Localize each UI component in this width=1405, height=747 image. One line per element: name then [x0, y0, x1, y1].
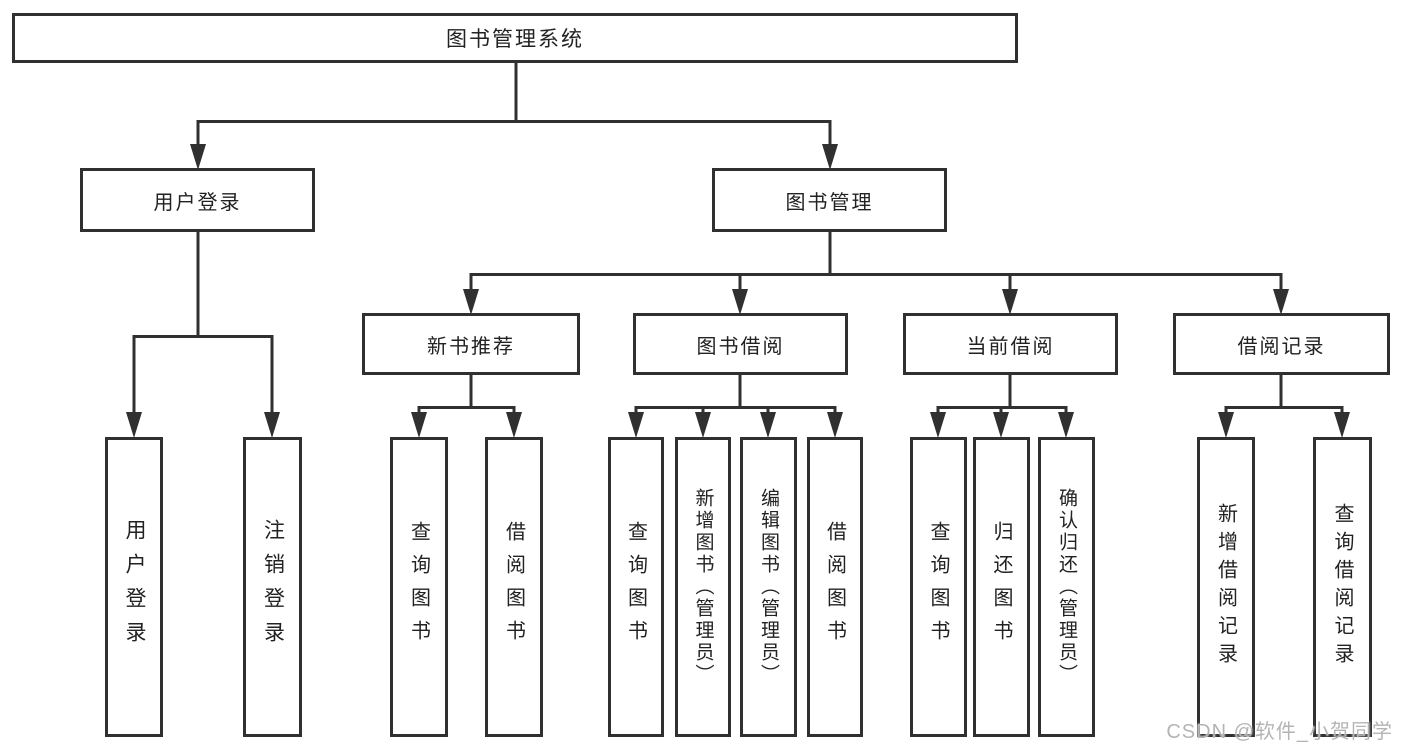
node-label: 用户登录 [123, 519, 146, 655]
node-label: 确认归还（管理员） [1056, 488, 1077, 686]
leaf-query-books-recommend: 查询图书 [390, 437, 448, 737]
arrowhead-down-icon [1058, 412, 1074, 438]
node-label: 编辑图书（管理员） [758, 488, 779, 686]
leaf-query-borrow-record: 查询借阅记录 [1313, 437, 1372, 737]
arrowhead-down-icon [732, 289, 748, 315]
node-label: 查询图书 [624, 521, 647, 653]
node-book-management: 图书管理 [712, 168, 947, 232]
node-user-login: 用户登录 [80, 168, 315, 232]
arrowhead-down-icon [827, 412, 843, 438]
node-label: 新书推荐 [427, 335, 515, 358]
arrowhead-down-icon [190, 144, 206, 170]
arrowhead-down-icon [264, 412, 280, 438]
node-label: 查询图书 [407, 521, 430, 653]
node-book-borrowing: 图书借阅 [633, 313, 848, 375]
node-label: 用户登录 [153, 191, 242, 214]
arrowhead-down-icon [1218, 412, 1234, 438]
arrowhead-down-icon [506, 412, 522, 438]
leaf-borrow-books-recommend: 借阅图书 [485, 437, 543, 737]
leaf-add-books-admin: 新增图书（管理员） [675, 437, 731, 737]
node-label: 借阅图书 [823, 521, 846, 653]
node-label: 归还图书 [990, 521, 1012, 653]
node-current-borrowing: 当前借阅 [903, 313, 1118, 375]
node-new-book-recommend: 新书推荐 [362, 313, 580, 375]
node-label: 注销登录 [261, 519, 285, 655]
node-borrowing-records: 借阅记录 [1173, 313, 1390, 375]
arrowhead-down-icon [1334, 412, 1350, 438]
arrowhead-down-icon [411, 412, 427, 438]
node-label: 图书管理 [785, 191, 874, 214]
leaf-return-books: 归还图书 [973, 437, 1030, 737]
leaf-query-books-borrowing: 查询图书 [608, 437, 664, 737]
node-label: 查询图书 [927, 521, 949, 653]
leaf-confirm-return-admin: 确认归还（管理员） [1038, 437, 1095, 737]
arrowhead-down-icon [1002, 289, 1018, 315]
arrowhead-down-icon [463, 289, 479, 315]
arrowhead-down-icon [126, 412, 142, 438]
arrowhead-down-icon [695, 412, 711, 438]
leaf-logout: 注销登录 [243, 437, 302, 737]
leaf-edit-books-admin: 编辑图书（管理员） [740, 437, 797, 737]
leaf-query-books-current: 查询图书 [910, 437, 967, 737]
leaf-user-login: 用户登录 [105, 437, 163, 737]
node-label: 查询借阅记录 [1331, 503, 1353, 671]
arrowhead-down-icon [1273, 289, 1289, 315]
node-label: 新增图书（管理员） [692, 488, 714, 686]
node-label: 图书管理系统 [446, 28, 584, 51]
node-label: 当前借阅 [966, 335, 1055, 358]
arrowhead-down-icon [822, 144, 838, 170]
arrowhead-down-icon [760, 412, 776, 438]
node-library-management-system: 图书管理系统 [12, 13, 1018, 63]
arrowhead-down-icon [930, 412, 946, 438]
node-label: 借阅图书 [502, 521, 525, 653]
arrowhead-down-icon [628, 412, 644, 438]
node-label: 借阅记录 [1237, 335, 1326, 358]
node-label: 图书借阅 [696, 335, 785, 358]
leaf-borrow-books: 借阅图书 [807, 437, 863, 737]
node-label: 新增借阅记录 [1214, 503, 1237, 671]
csdn-watermark: CSDN @软件_小贺同学 [1166, 721, 1393, 743]
arrowhead-down-icon [993, 412, 1009, 438]
leaf-add-borrow-record: 新增借阅记录 [1197, 437, 1255, 737]
